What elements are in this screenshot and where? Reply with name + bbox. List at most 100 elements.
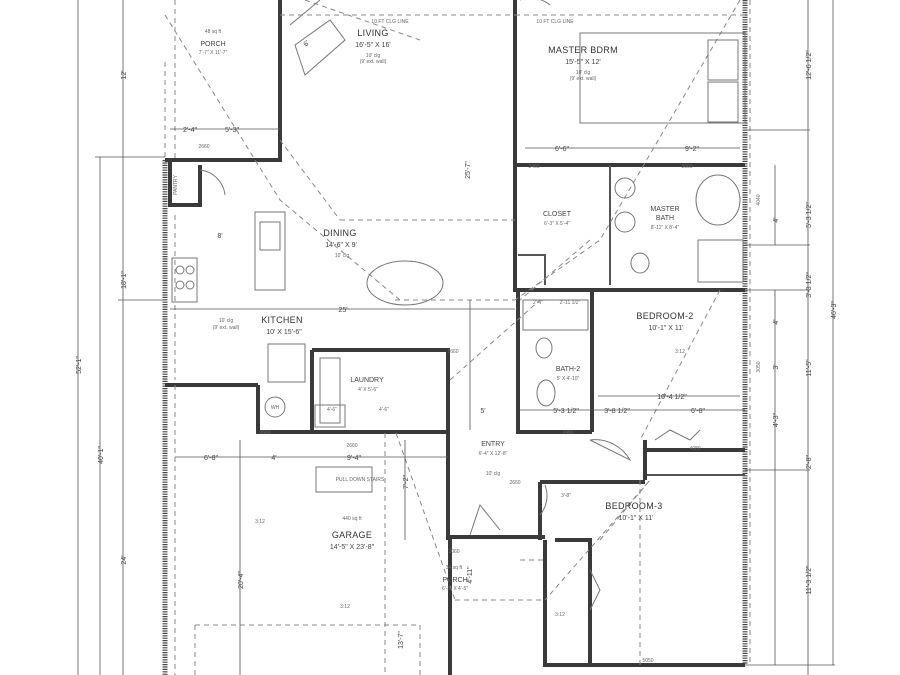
bedroom3-size: 10'-1" X 11' xyxy=(619,515,654,522)
right-dimensions: 12'-6 1/2" 5'-3 1/2" 3'-3 1/2" 11'-5" 2'… xyxy=(756,50,838,595)
bath2-size: 5' X 4'-10" xyxy=(557,376,580,382)
dim: 8' xyxy=(217,233,222,240)
room-entry: ENTRY 6'-4" X 12'-8" 10' clg xyxy=(479,441,508,477)
room-bedroom-2: BEDROOM-2 10'-1" X 11' xyxy=(636,311,693,332)
closet-size: 6'-3" X 5'-4" xyxy=(544,221,570,227)
dim: 9'-2" xyxy=(685,146,699,153)
door-tag: 4080 xyxy=(689,446,700,452)
dim-right-6: 11'-3 1/2" xyxy=(806,565,813,595)
master-bath-size: 8'-11" X 8'-4" xyxy=(651,225,680,231)
dim: 6' xyxy=(303,40,312,49)
dim: 25'-7" xyxy=(465,161,472,179)
interior-dimensions: 2'-4" 5'-3" 2660 6'-6" 9'-2" 2460 2660 8… xyxy=(183,40,705,664)
dim-right-3: 3'-3 1/2" xyxy=(806,272,813,298)
porch-area: 48 sq ft xyxy=(205,29,222,35)
window-tag: 5050 xyxy=(642,658,653,664)
dim-right-2: 5'-3 1/2" xyxy=(806,202,813,228)
dim: 4'-11" xyxy=(467,566,474,584)
water-heater-label: WH xyxy=(271,405,280,411)
dim: 5'-3 1/2" xyxy=(553,408,579,415)
dim: 3'-8 1/2" xyxy=(604,408,630,415)
kitchen-wall: (9' ext. wall) xyxy=(213,325,240,331)
door-tag: 2460 xyxy=(562,430,573,436)
dim: 2'-11 1/2" xyxy=(560,300,581,306)
ceiling-lines xyxy=(164,0,751,675)
dim: 20'-4" xyxy=(238,571,245,589)
bedroom3-label: BEDROOM-3 xyxy=(605,501,662,511)
door-tag: 2660 xyxy=(681,164,692,170)
master-clg-line: 10 FT CLG LINE xyxy=(536,19,574,25)
dim-left-4: 40'-1" xyxy=(98,446,105,464)
laundry-size: 4' X 5'-6" xyxy=(358,387,378,393)
roof-slope: 3:12 xyxy=(555,612,565,618)
dim: 25' xyxy=(338,307,347,314)
closet-label: CLOSET xyxy=(543,211,572,218)
fixtures xyxy=(171,0,746,611)
dim: 9'-4" xyxy=(347,455,361,462)
kitchen-label: KITCHEN xyxy=(261,315,303,325)
dim-left-2: 18'-1" xyxy=(121,271,128,289)
dim-right-5: 2'-8" xyxy=(806,455,813,469)
laundry-label: LAUNDRY xyxy=(350,377,384,384)
room-dining: DINING 14'-6" X 9' 10' clg xyxy=(323,228,356,259)
porch-label: PORCH xyxy=(200,41,225,48)
room-porch-rear: 48 sq ft PORCH 7'-7" X 11'-7" xyxy=(199,29,228,56)
entry-size: 6'-4" X 12'-8" xyxy=(479,451,508,457)
dim-left-3: 24' xyxy=(121,555,128,564)
garage-area: 440 sq ft xyxy=(342,516,362,522)
front-porch-area: 34 sq ft xyxy=(446,565,463,571)
dimension-lines xyxy=(77,0,835,675)
dim: 6'-6" xyxy=(555,146,569,153)
porch-size: 7'-7" X 11'-7" xyxy=(199,50,228,56)
living-ceiling: 10' clg xyxy=(366,53,381,59)
room-laundry: LAUNDRY 4' X 5'-6" WH xyxy=(264,377,384,418)
dim-window-3: 3' xyxy=(773,364,780,369)
dim: 6'-8" xyxy=(691,408,705,415)
door-tag: 3660 xyxy=(447,349,458,355)
dining-size: 14'-6" X 9' xyxy=(325,242,357,249)
dim-window-1: 4' xyxy=(773,217,780,222)
dim-window-2: 4' xyxy=(773,319,780,324)
pantry-label: PANTRY xyxy=(173,174,179,194)
dim: 13'-7" xyxy=(398,631,405,649)
garage-label: GARAGE xyxy=(332,530,372,540)
room-bedroom-3: BEDROOM-3 10'-1" X 11' xyxy=(605,501,662,522)
room-garage: PULL DOWN STAIRS 440 sq ft GARAGE 14'-5"… xyxy=(330,477,385,551)
dim: 4' xyxy=(271,455,276,462)
room-bath-2: BATH-2 5' X 4'-10" xyxy=(556,366,580,382)
dim-window-4: 4'-3" xyxy=(773,413,780,427)
entry-label: ENTRY xyxy=(481,441,505,448)
door-tag: 2660 xyxy=(346,443,357,449)
walls xyxy=(162,0,748,675)
master-bath-label: MASTER xyxy=(650,206,679,213)
bedroom2-label: BEDROOM-2 xyxy=(636,311,693,321)
dim: 5' xyxy=(480,408,485,415)
room-kitchen: KITCHEN 10' X 15'-6" 10' clg (9' ext. wa… xyxy=(173,174,303,336)
room-master-bath: MASTER BATH 8'-11" X 8'-4" xyxy=(650,206,679,231)
living-size: 16'-5" X 16' xyxy=(355,42,391,49)
window-3050: 3050 xyxy=(756,361,762,372)
room-master-bedroom: 10 FT CLG LINE MASTER BDRM 15'-5" X 12' … xyxy=(536,19,617,82)
dim: 6'-8" xyxy=(204,455,218,462)
door-tag: 2460 xyxy=(528,164,539,170)
front-porch-door: 3060 xyxy=(448,549,459,555)
master-size: 15'-5" X 12' xyxy=(565,59,601,66)
left-dimensions: 12' 18'-1" 24' 40'-1" 52'-1" xyxy=(76,70,128,564)
living-wall: (9' ext. wall) xyxy=(360,59,387,65)
kitchen-size: 10' X 15'-6" xyxy=(266,329,302,336)
dim: 2'-4" xyxy=(183,127,197,134)
entry-ceiling: 10' clg xyxy=(486,471,501,477)
door-tag: 2660 xyxy=(198,144,209,150)
roof-slope: 3:12 xyxy=(340,604,350,610)
living-label: LIVING xyxy=(357,28,388,38)
dining-label: DINING xyxy=(323,228,356,238)
dim-left-total: 52'-1" xyxy=(76,356,83,374)
room-living: 10 FT CLG LINE LIVING 16'-5" X 16' 10' c… xyxy=(355,19,409,65)
master-ceiling: 10' clg xyxy=(576,70,591,76)
bedroom2-size: 10'-1" X 11' xyxy=(649,325,684,332)
dim-right-total: 46'-3" xyxy=(831,301,838,319)
living-clg-line: 10 FT CLG LINE xyxy=(371,19,409,25)
dim: 4'-6" xyxy=(379,407,389,413)
dim: 3'-8" xyxy=(561,493,571,499)
